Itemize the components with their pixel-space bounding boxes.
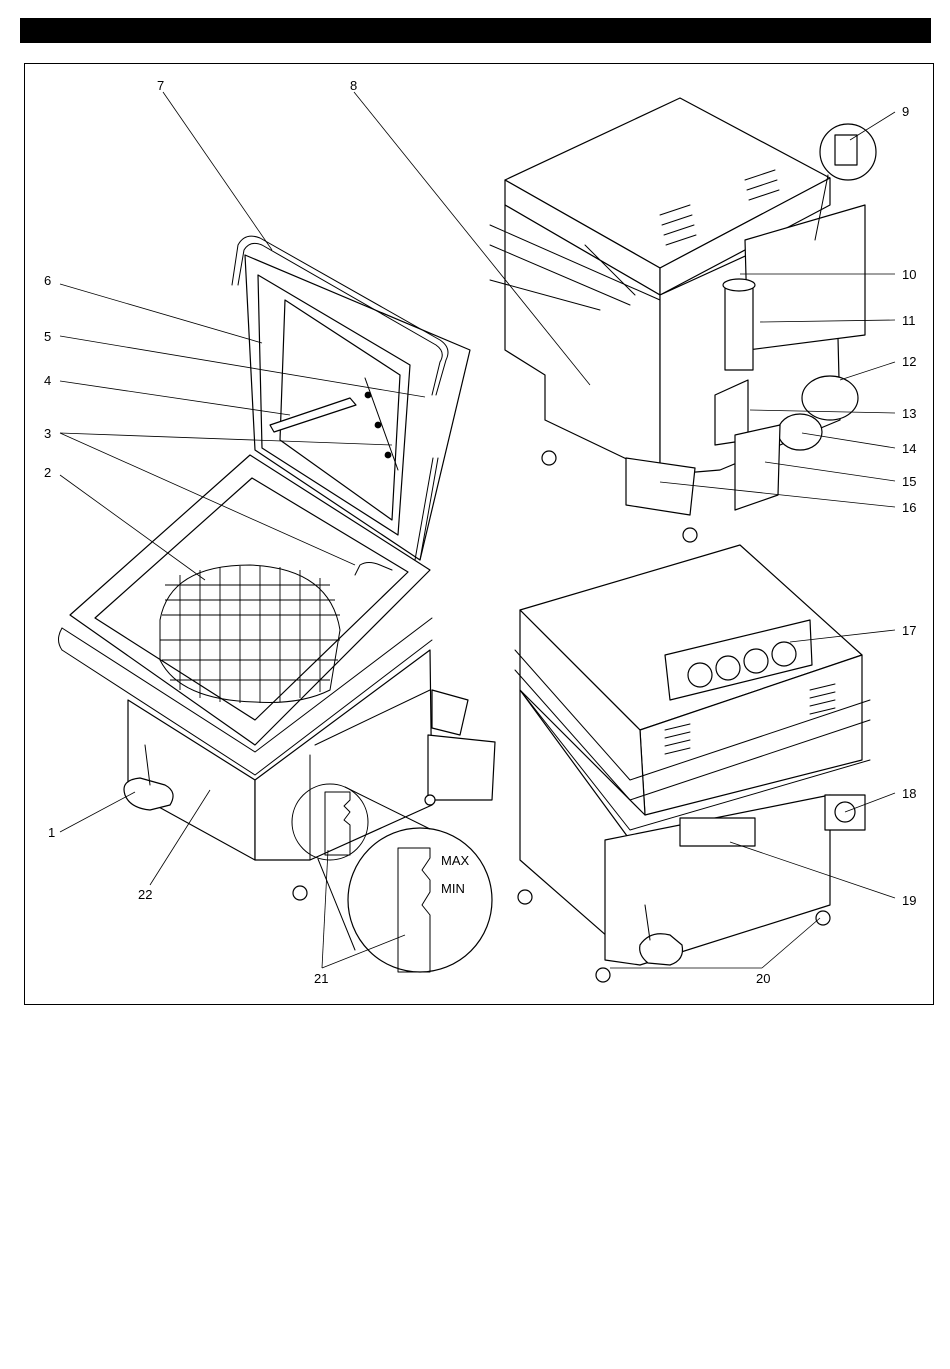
callout-1: 1 bbox=[48, 825, 55, 840]
callout-6: 6 bbox=[44, 273, 51, 288]
callout-5: 5 bbox=[44, 329, 51, 344]
callout-7: 7 bbox=[157, 78, 164, 93]
rear-machine-drawing bbox=[490, 98, 876, 542]
callout-10: 10 bbox=[902, 267, 916, 282]
callout-2: 2 bbox=[44, 465, 51, 480]
callout-3: 3 bbox=[44, 426, 51, 441]
callout-15: 15 bbox=[902, 474, 916, 489]
callout-18: 18 bbox=[902, 786, 916, 801]
callout-20: 20 bbox=[756, 971, 770, 986]
callout-13: 13 bbox=[902, 406, 916, 421]
gauge-min-label: MIN bbox=[441, 881, 465, 896]
front-machine-drawing bbox=[515, 545, 870, 982]
callout-14: 14 bbox=[902, 441, 916, 456]
callout-12: 12 bbox=[902, 354, 916, 369]
callout-4: 4 bbox=[44, 373, 51, 388]
callout-8: 8 bbox=[350, 78, 357, 93]
callout-22: 22 bbox=[138, 887, 152, 902]
callout-17: 17 bbox=[902, 623, 916, 638]
callout-16: 16 bbox=[902, 500, 916, 515]
callout-9: 9 bbox=[902, 104, 909, 119]
callout-19: 19 bbox=[902, 893, 916, 908]
gauge-max-label: MAX bbox=[441, 853, 470, 868]
callout-11: 11 bbox=[902, 313, 916, 328]
callout-21: 21 bbox=[314, 971, 328, 986]
